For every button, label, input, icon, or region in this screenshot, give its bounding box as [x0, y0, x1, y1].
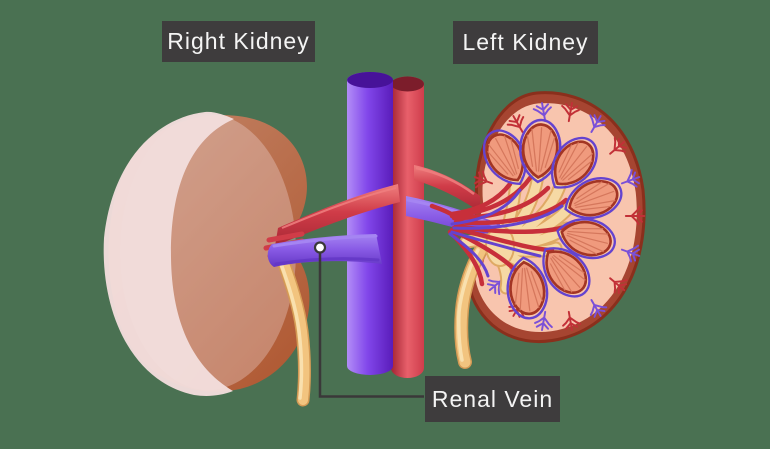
left-ureter — [276, 254, 311, 407]
interlobar-veins — [448, 188, 564, 278]
whole-kidney — [103, 111, 311, 407]
renal-vein-anchor-dot — [313, 241, 327, 254]
label-renal-vein[interactable]: Renal Vein — [425, 376, 560, 422]
right-renal-artery — [414, 165, 480, 212]
kidney-cross-section — [406, 91, 646, 369]
label-left-kidney[interactable]: Left Kidney — [453, 21, 598, 64]
label-right-kidney-text: Right Kidney — [167, 28, 310, 54]
label-renal-vein-text: Renal Vein — [431, 385, 554, 412]
label-left-kidney-text: Left Kidney — [462, 29, 589, 55]
kidney-capsule-flap — [103, 111, 234, 396]
aorta-tube — [391, 76, 424, 379]
renal-vein-pointer — [313, 241, 424, 398]
label-right-kidney[interactable]: Right Kidney — [162, 21, 315, 62]
vena-cava-tube — [347, 72, 393, 375]
interlobar-arteries — [429, 175, 577, 287]
